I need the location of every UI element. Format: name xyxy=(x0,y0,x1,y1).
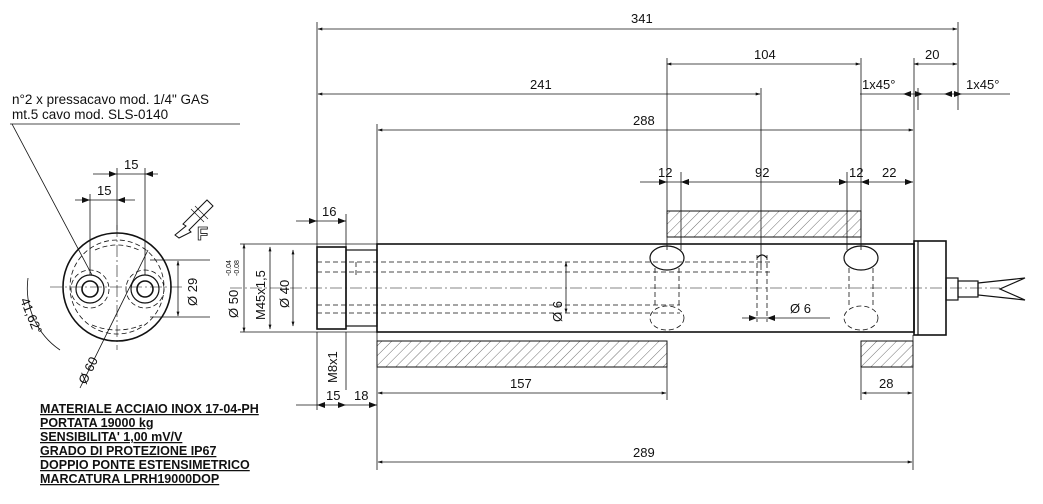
dim-label-18: 18 xyxy=(354,388,368,403)
dim-label-92: 92 xyxy=(755,165,769,180)
gland-1-outer xyxy=(75,274,105,304)
cable-gland-body xyxy=(945,277,959,301)
end-view: 15 15 Ø 29 Ø 60 41,62° xyxy=(10,123,240,389)
dim-label-289: 289 xyxy=(633,445,655,460)
end-view-detail xyxy=(91,244,143,331)
cable-gland-nut xyxy=(957,280,979,298)
dim-label-ev-dia60: Ø 60 xyxy=(75,354,101,386)
gauge-pocket-2-bottom xyxy=(843,305,879,331)
support-blocks xyxy=(376,210,914,368)
gland-1-dashed xyxy=(70,269,110,309)
angle-arc xyxy=(26,277,61,351)
dim-label-16: 16 xyxy=(322,204,336,219)
gauge-pocket-2-top xyxy=(843,245,879,271)
top-dimensions: 341 104 20 241 1x45° 1x45° 288 12 xyxy=(296,11,1010,270)
spec-capacity: PORTATA 19000 kg xyxy=(40,416,153,430)
chamfer-label-right: 1x45° xyxy=(966,77,999,92)
diameter-dimensions: Ø 50 -0.04 -0.08 M45x1,5 Ø 40 M8x1 Ø 6 Ø… xyxy=(226,243,830,470)
dim-label-28: 28 xyxy=(879,376,893,391)
dim-label-104: 104 xyxy=(754,47,776,62)
chamfer-label-left: 1x45° xyxy=(862,77,895,92)
note-cable-model: mt.5 cavo mod. SLS-0140 xyxy=(12,107,168,122)
upper-load-block xyxy=(666,210,862,238)
dim-label-12-right: 12 xyxy=(849,165,863,180)
dim-label-20: 20 xyxy=(925,47,939,62)
dim-label-m45: M45x1,5 xyxy=(253,270,268,320)
dim-label-ev-15-inner: 15 xyxy=(97,183,111,198)
spec-sensitivity: SENSIBILITA' 1,00 mV/V xyxy=(40,430,183,444)
dim-label-ev-dia29: Ø 29 xyxy=(185,278,200,306)
spec-block: MATERIALE ACCIAIO INOX 17-04-PH PORTATA … xyxy=(40,402,259,486)
spec-protection: GRADO DI PROTEZIONE IP67 xyxy=(40,444,216,458)
dim-dia6-h-arrows xyxy=(749,315,775,321)
lower-support-right xyxy=(860,340,914,368)
side-view xyxy=(230,240,1026,336)
dim-tol-upper: -0.04 xyxy=(226,260,233,276)
note-cable-gland: n°2 x pressacavo mod. 1/4" GAS xyxy=(12,92,209,107)
dim-tol-lower: -0.08 xyxy=(234,260,241,276)
spec-material: MATERIALE ACCIAIO INOX 17-04-PH xyxy=(40,402,259,416)
gauge-pocket-1-top xyxy=(649,245,685,271)
leader-ev-dia60 xyxy=(79,249,149,389)
spec-bridge: DOPPIO PONTE ESTENSIMETRICO xyxy=(40,458,250,472)
gauge-pocket-1-bottom xyxy=(649,305,685,331)
gland-1-inner xyxy=(81,280,99,298)
dim-label-ev-15-top: 15 xyxy=(124,157,138,172)
force-arrow: F xyxy=(174,199,214,244)
dim-label-12-left: 12 xyxy=(658,165,672,180)
dim-label-15: 15 xyxy=(326,388,340,403)
cable xyxy=(977,277,1026,301)
note-leader xyxy=(11,123,93,276)
gland-2-outer xyxy=(130,274,160,304)
force-label: F xyxy=(197,224,208,244)
gland-2-dashed xyxy=(125,269,165,309)
dim-label-288: 288 xyxy=(633,113,655,128)
dim-16-arrows xyxy=(309,218,346,224)
dim-label-157: 157 xyxy=(510,376,532,391)
dim-label-241: 241 xyxy=(530,77,552,92)
force-arrow-icon xyxy=(174,199,214,239)
hole-6-cap xyxy=(756,254,768,259)
dim-label-dia40: Ø 40 xyxy=(277,280,292,308)
dim-label-22: 22 xyxy=(882,165,896,180)
dim-label-341: 341 xyxy=(631,11,653,26)
dim-label-ev-angle: 41,62° xyxy=(17,296,45,337)
bottom-dimensions: 15 18 157 28 289 xyxy=(296,332,914,470)
dim-label-dia6-v: Ø 6 xyxy=(550,301,565,322)
gland-2-inner xyxy=(136,280,154,298)
dim-label-dia6-h: Ø 6 xyxy=(790,301,811,316)
spec-marking: MARCATURA LPRH19000DOP xyxy=(40,472,219,486)
lower-support-left xyxy=(376,340,668,368)
dim-label-m8: M8x1 xyxy=(325,351,340,383)
dim-label-dia50: Ø 50 xyxy=(226,290,241,318)
